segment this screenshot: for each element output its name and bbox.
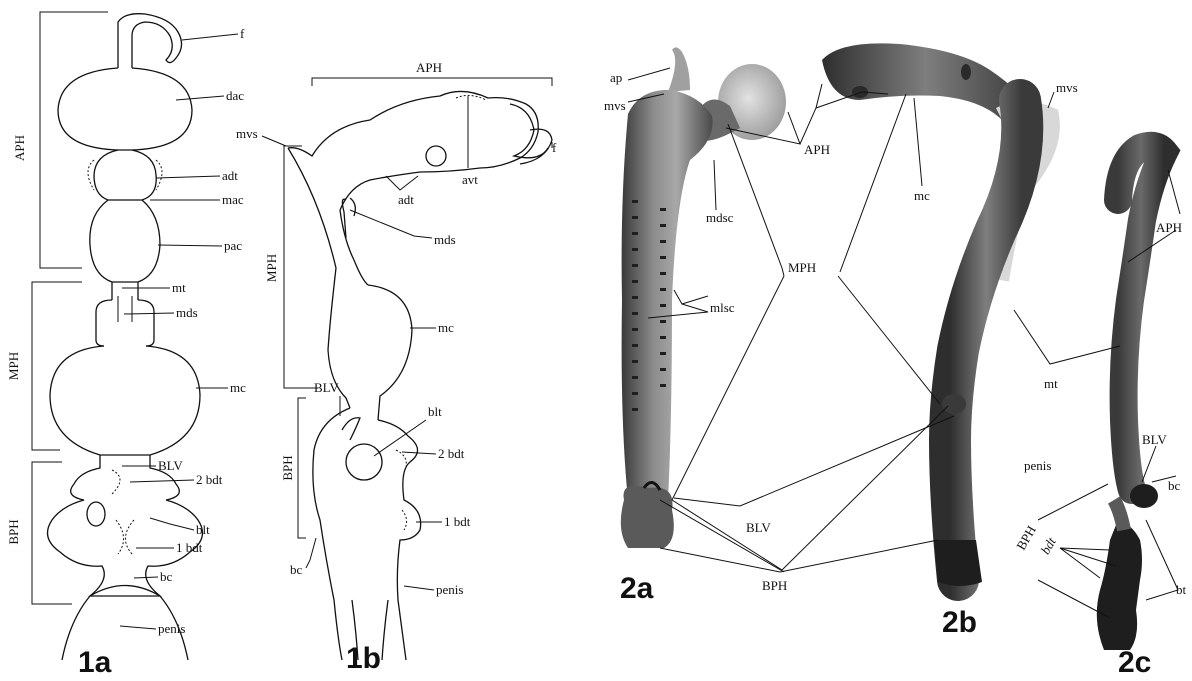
label-1a-pac: pac [224, 238, 242, 253]
label-1a-blv: BLV [158, 458, 183, 473]
label-2a-aph: APH [804, 142, 830, 157]
label-1a-bc: bc [160, 569, 173, 584]
label-1b-1bdt: 1 bdt [444, 514, 471, 529]
label-1a-f: f [240, 26, 245, 41]
label-1b-aph: APH [416, 60, 442, 75]
label-1a-penis: penis [158, 621, 185, 636]
label-2b-mvs: mvs [1056, 80, 1078, 95]
label-2a-bph: BPH [762, 578, 787, 593]
panel-label-2c: 2c [1118, 646, 1151, 679]
label-1b-penis: penis [436, 582, 463, 597]
label-2c-bt: bt [1176, 582, 1187, 597]
label-1b-blv: BLV [314, 380, 339, 395]
label-1a-mc: mc [230, 380, 246, 395]
label-1a-aph: APH [12, 135, 27, 161]
photo-leaders [628, 68, 1180, 618]
label-1a-bph: BPH [6, 519, 21, 544]
label-1b-bph: BPH [280, 455, 295, 480]
label-2b-mc: mc [914, 188, 930, 203]
label-1b-mvs: mvs [236, 126, 258, 141]
label-1a-dac: dac [226, 88, 244, 103]
label-1a-blt: blt [196, 522, 210, 537]
label-1b-mc: mc [438, 320, 454, 335]
drawing-1a [32, 12, 238, 660]
label-1b-f: f [552, 140, 557, 155]
label-2a-ap: ap [610, 70, 622, 85]
label-1b-blt: blt [428, 404, 442, 419]
label-2a-mvs: mvs [604, 98, 626, 113]
label-2b-penis: penis [1024, 458, 1051, 473]
label-1a-mds: mds [176, 305, 198, 320]
photo-2c [1097, 146, 1164, 650]
label-2c-bc: bc [1168, 478, 1181, 493]
drawing-1b [262, 78, 552, 660]
label-2c-mt: mt [1044, 376, 1058, 391]
label-1b-2bdt: 2 bdt [438, 446, 465, 461]
label-2c-aph: APH [1156, 220, 1182, 235]
label-1a-adt: adt [222, 168, 238, 183]
label-1b-adt: adt [398, 192, 414, 207]
label-1a-mph: MPH [6, 352, 21, 380]
label-1b-avt: avt [462, 172, 478, 187]
label-2c-bdt: bdt [1037, 534, 1058, 556]
label-2a-blv: BLV [746, 520, 771, 535]
panel-label-1a: 1a [78, 646, 112, 679]
label-1a-mt: mt [172, 280, 186, 295]
label-1b-bc: bc [290, 562, 303, 577]
panel-label-1b: 1b [346, 642, 381, 675]
label-1a-2bdt: 2 bdt [196, 472, 223, 487]
label-2c-blv: BLV [1142, 432, 1167, 447]
label-1a-1bdt: 1 bdt [176, 540, 203, 555]
label-2c-bph: BPH [1013, 523, 1039, 552]
panel-label-2b: 2b [942, 606, 977, 639]
label-1b-mph: MPH [264, 254, 279, 282]
label-2a-mlsc: mlsc [710, 300, 735, 315]
label-1a-mac: mac [222, 192, 244, 207]
panel-label-2a: 2a [620, 572, 654, 605]
label-1b-mds: mds [434, 232, 456, 247]
label-2a-mph: MPH [788, 260, 816, 275]
label-2a-mdsc: mdsc [706, 210, 734, 225]
